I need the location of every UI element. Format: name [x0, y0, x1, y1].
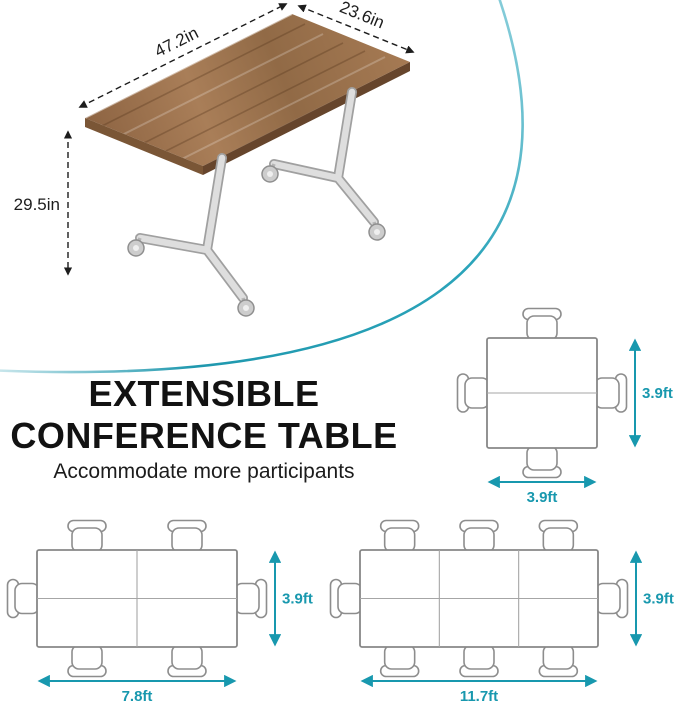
chair-top-view	[459, 644, 499, 678]
chair-top-view	[538, 644, 579, 678]
height-dimension-label: 29.5in	[14, 195, 60, 214]
length-dimension-label: 47.2in	[152, 23, 202, 61]
chair-top-view	[67, 519, 107, 553]
chair-top-view	[379, 644, 420, 678]
headline-line1: EXTENSIBLE	[88, 373, 319, 414]
headline-subtitle: Accommodate more participants	[53, 460, 354, 483]
decorative-arc	[0, 0, 524, 374]
chair-top-view	[167, 644, 207, 678]
chair-top-view	[594, 373, 628, 413]
chair-top-view	[522, 307, 562, 341]
layout-6-seat-rectangle: 3.9ft 7.8ft	[6, 519, 313, 705]
headline-block: EXTENSIBLE CONFERENCE TABLE Accommodate …	[10, 373, 397, 483]
chair-top-view	[456, 373, 490, 413]
table-3d-illustration: 47.2in 23.6in 29.5in	[14, 0, 415, 317]
headline-line2: CONFERENCE TABLE	[10, 415, 397, 456]
width-dimension-label: 11.7ft	[460, 688, 498, 705]
depth-dimension-label: 3.9ft	[643, 591, 674, 608]
chair-top-view	[234, 578, 268, 619]
dimension-height: 29.5in	[14, 130, 73, 276]
depth-dimension-label: 23.6in	[337, 0, 387, 32]
table-leg-right	[261, 87, 386, 241]
layout-8-seat-rectangle: 3.9ft 11.7ft	[329, 519, 674, 705]
chair-top-view	[522, 445, 562, 479]
chair-top-view	[167, 519, 207, 553]
tabletop-left-edge	[85, 118, 203, 175]
chair-top-view	[67, 644, 107, 678]
chair-top-view	[329, 578, 363, 619]
table-leg-left	[127, 153, 255, 317]
chair-top-view	[595, 578, 629, 619]
depth-dimension-label: 3.9ft	[642, 385, 673, 402]
depth-dimension-label: 3.9ft	[282, 591, 313, 608]
tabletop-front-edge	[203, 62, 410, 175]
layout-4-seat-square: 3.9ft 3.9ft	[456, 307, 673, 506]
chair-top-view	[379, 519, 420, 553]
chair-top-view	[538, 519, 579, 553]
width-dimension-label: 7.8ft	[122, 688, 153, 705]
width-dimension-label: 3.9ft	[527, 489, 558, 506]
chair-top-view	[6, 578, 40, 619]
chair-top-view	[459, 519, 499, 553]
